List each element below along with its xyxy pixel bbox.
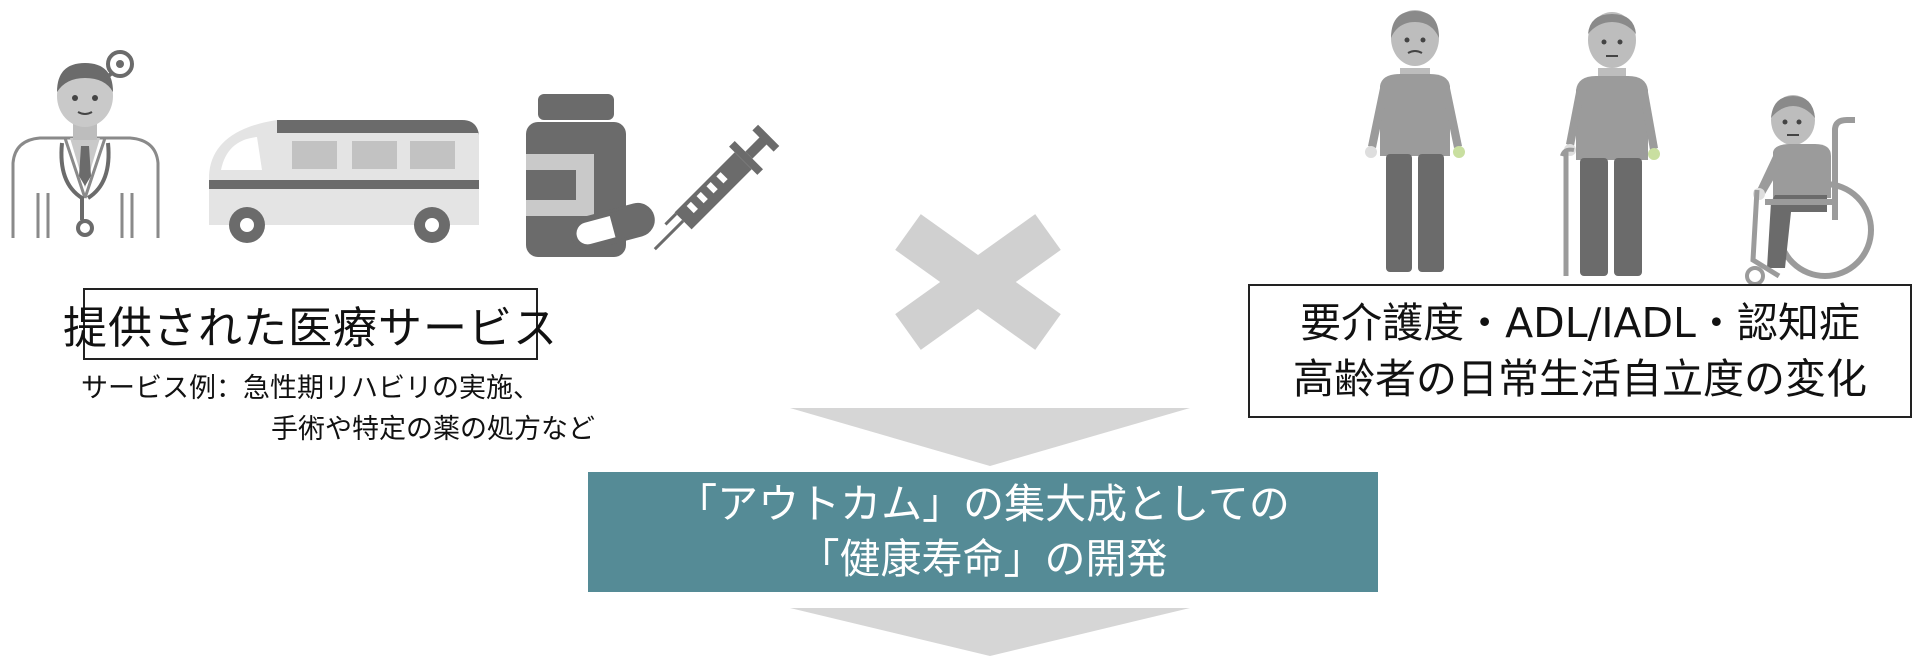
- down-arrow-icon: [790, 608, 1190, 656]
- ambulance-icon: [209, 120, 479, 243]
- services-example-line2: 手術や特定の薬の処方など: [271, 414, 595, 445]
- center-line2: 「健康寿命」の開発: [798, 535, 1168, 583]
- services-label-box: 提供された医療サービス: [63, 288, 557, 360]
- center-highlight-box: 「アウトカム」の集大成としての 「健康寿命」の開発: [588, 472, 1378, 592]
- outcomes-label-box: 要介護度・ADL/IADL・認知症 高齢者の日常生活自立度の変化: [1248, 284, 1912, 418]
- outcomes-line2: 高齢者の日常生活自立度の変化: [1293, 355, 1867, 403]
- syringe-icon: [653, 124, 780, 251]
- elderly-person-with-cane-icon: [1560, 12, 1660, 276]
- elderly-person-in-wheelchair-icon: [1745, 95, 1874, 286]
- services-example-line1: サービス例：急性期リハビリの実施、: [81, 373, 540, 404]
- multiply-icon: [895, 214, 1061, 350]
- doctor-icon: [11, 50, 160, 238]
- center-line1: 「アウトカム」の集大成としての: [676, 480, 1290, 528]
- medicine-bottle-icon: [526, 94, 655, 257]
- services-label: 提供された医療サービス: [63, 303, 558, 354]
- outcomes-line1: 要介護度・ADL/IADL・認知症: [1300, 299, 1860, 347]
- down-arrow-icon: [790, 408, 1190, 466]
- services-example: サービス例：急性期リハビリの実施、 手術や特定の薬の処方など: [81, 368, 681, 450]
- elderly-person-icon: [1365, 10, 1465, 272]
